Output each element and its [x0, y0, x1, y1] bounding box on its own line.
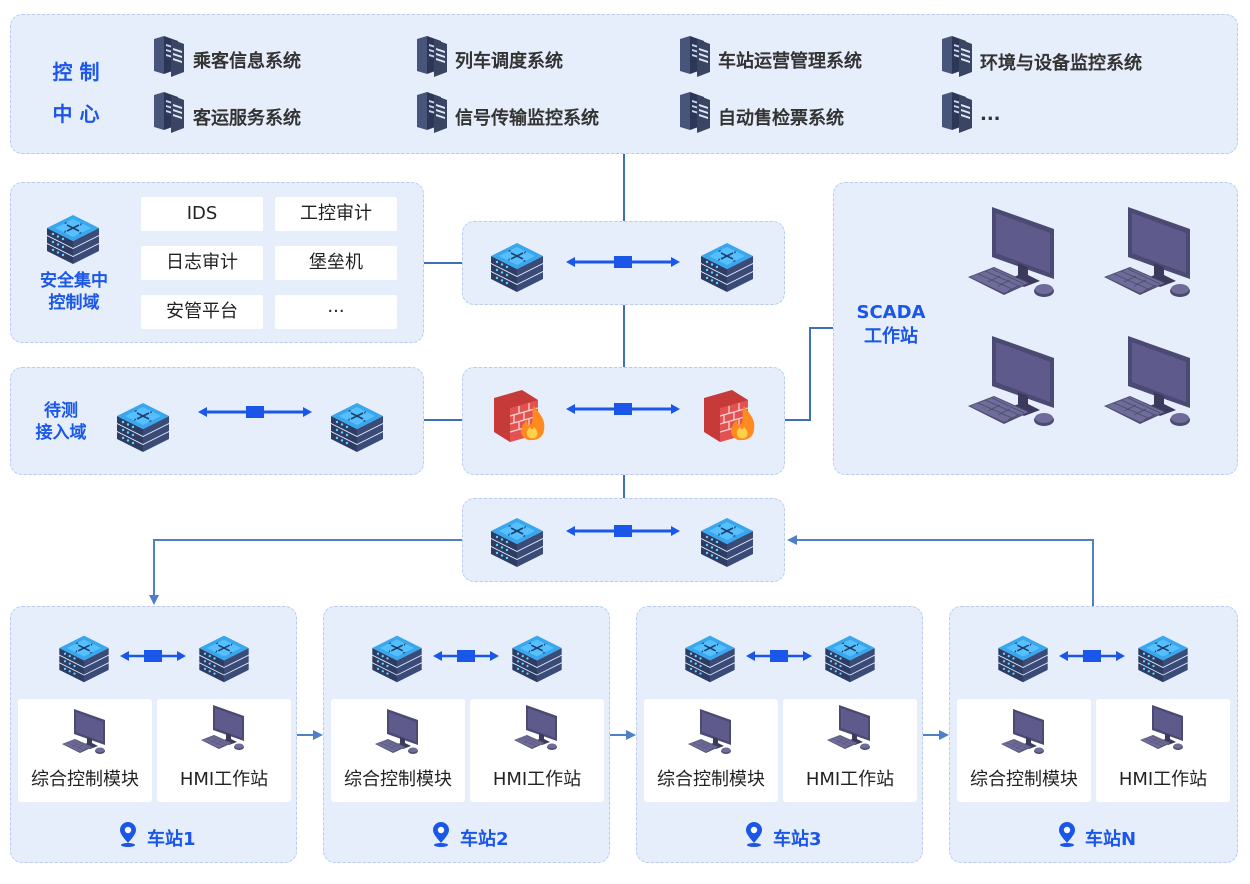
line-firewall-to-scada: [785, 327, 833, 421]
system-environment-monitor: 环境与设备监控系统: [980, 53, 1142, 74]
station-2-hmi-label: HMI工作站: [492, 769, 582, 790]
control-center-title: 控 制 中 心: [41, 59, 111, 127]
control-center-title-line2: 中 心: [52, 102, 100, 126]
workstation-icon: [968, 207, 1054, 297]
workstation-icon: [514, 705, 557, 750]
switch-icon: [701, 243, 753, 292]
switch-icon: [117, 403, 169, 452]
station-3-hmi-label: HMI工作站: [805, 769, 895, 790]
station-n-module-label: 综合控制模块: [970, 769, 1078, 790]
bidirectional-arrow-icon: [566, 525, 680, 537]
server-icon: [942, 36, 972, 77]
security-domain-title-line1: 安全集中: [40, 271, 108, 291]
tag-bastion-host: 堡垒机: [275, 246, 397, 280]
scada-title-line1: SCADA: [856, 302, 926, 323]
test-domain-title-line1: 待测: [44, 401, 78, 421]
switch-icon: [199, 635, 249, 683]
switch-icon: [825, 635, 875, 683]
tag-log-audit: 日志审计: [141, 246, 263, 280]
location-pin-icon: [433, 822, 449, 847]
bidirectional-arrow-icon: [1059, 650, 1125, 662]
switch-icon: [701, 518, 753, 567]
system-station-operation: 车站运营管理系统: [718, 51, 862, 72]
server-icon: [942, 92, 972, 133]
test-domain-title-line2: 接入域: [35, 423, 87, 443]
bidirectional-arrow-icon: [433, 650, 499, 662]
server-icon: [417, 92, 447, 133]
station-2-hmi-card: HMI工作站: [470, 699, 604, 802]
system-afc: 自动售检票系统: [718, 108, 844, 129]
arrow-core-to-station1: [149, 539, 462, 605]
workstation-icon: [688, 709, 731, 754]
workstation-icon: [62, 709, 105, 754]
system-train-dispatch: 列车调度系统: [455, 51, 563, 72]
station-3-module-label: 综合控制模块: [657, 769, 765, 790]
switch-icon: [491, 243, 543, 292]
workstation-icon: [1104, 207, 1190, 297]
workstation-icon: [1001, 709, 1044, 754]
bidirectional-arrow-icon: [566, 403, 680, 415]
workstation-icon: [827, 705, 870, 750]
test-domain-title: 待测 接入域: [26, 400, 96, 444]
location-pin-icon: [1059, 822, 1075, 847]
firewall-icon: [494, 390, 545, 442]
bidirectional-arrow-icon: [198, 406, 312, 418]
station-1-hmi-label: HMI工作站: [179, 769, 269, 790]
switch-icon: [1138, 635, 1188, 683]
station-n-hmi-label: HMI工作站: [1118, 769, 1208, 790]
server-icon: [154, 36, 184, 77]
server-icon: [154, 92, 184, 133]
control-center-title-line1: 控 制: [52, 60, 100, 84]
station-n-name: 车站N: [1085, 829, 1137, 850]
server-icon: [417, 36, 447, 77]
station-3-hmi-card: HMI工作站: [783, 699, 917, 802]
switch-icon: [685, 635, 735, 683]
tag-more: ···: [275, 295, 397, 329]
workstation-icon: [201, 705, 244, 750]
tag-security-platform: 安管平台: [141, 295, 263, 329]
system-more: ...: [980, 104, 1001, 125]
station-2-module-label: 综合控制模块: [344, 769, 452, 790]
station-2-name: 车站2: [460, 829, 509, 850]
bidirectional-arrow-icon: [746, 650, 812, 662]
system-signal-monitor: 信号传输监控系统: [455, 108, 599, 129]
switch-icon: [998, 635, 1048, 683]
system-passenger-service: 客运服务系统: [193, 108, 301, 129]
station-3-name: 车站3: [773, 829, 822, 850]
station-1-name: 车站1: [147, 829, 196, 850]
switch-icon: [491, 518, 543, 567]
system-passenger-info: 乘客信息系统: [193, 51, 301, 72]
workstation-icon: [375, 709, 418, 754]
workstation-icon: [968, 336, 1054, 426]
security-domain-title-line2: 控制域: [48, 293, 100, 313]
station-1-module-label: 综合控制模块: [31, 769, 139, 790]
switch-icon: [331, 403, 383, 452]
scada-title: SCADA 工作站: [845, 301, 937, 349]
tag-ids: IDS: [141, 197, 263, 231]
switch-icon: [372, 635, 422, 683]
server-icon: [680, 36, 710, 77]
arrow-stationN-to-core: [787, 535, 1094, 606]
control-center-panel: 控 制 中 心: [10, 14, 1238, 154]
switch-icon: [512, 635, 562, 683]
security-domain-title: 安全集中 控制域: [22, 270, 126, 314]
scada-title-line2: 工作站: [864, 326, 918, 347]
bidirectional-arrow-icon: [120, 650, 186, 662]
switch-icon: [59, 635, 109, 683]
workstation-icon: [1104, 336, 1190, 426]
server-icon: [680, 92, 710, 133]
bidirectional-arrow-icon: [566, 256, 680, 268]
switch-icon: [47, 215, 99, 264]
location-pin-icon: [120, 822, 136, 847]
workstation-icon: [1140, 705, 1183, 750]
location-pin-icon: [746, 822, 762, 847]
tag-ics-audit: 工控审计: [275, 197, 397, 231]
firewall-icon: [704, 390, 755, 442]
